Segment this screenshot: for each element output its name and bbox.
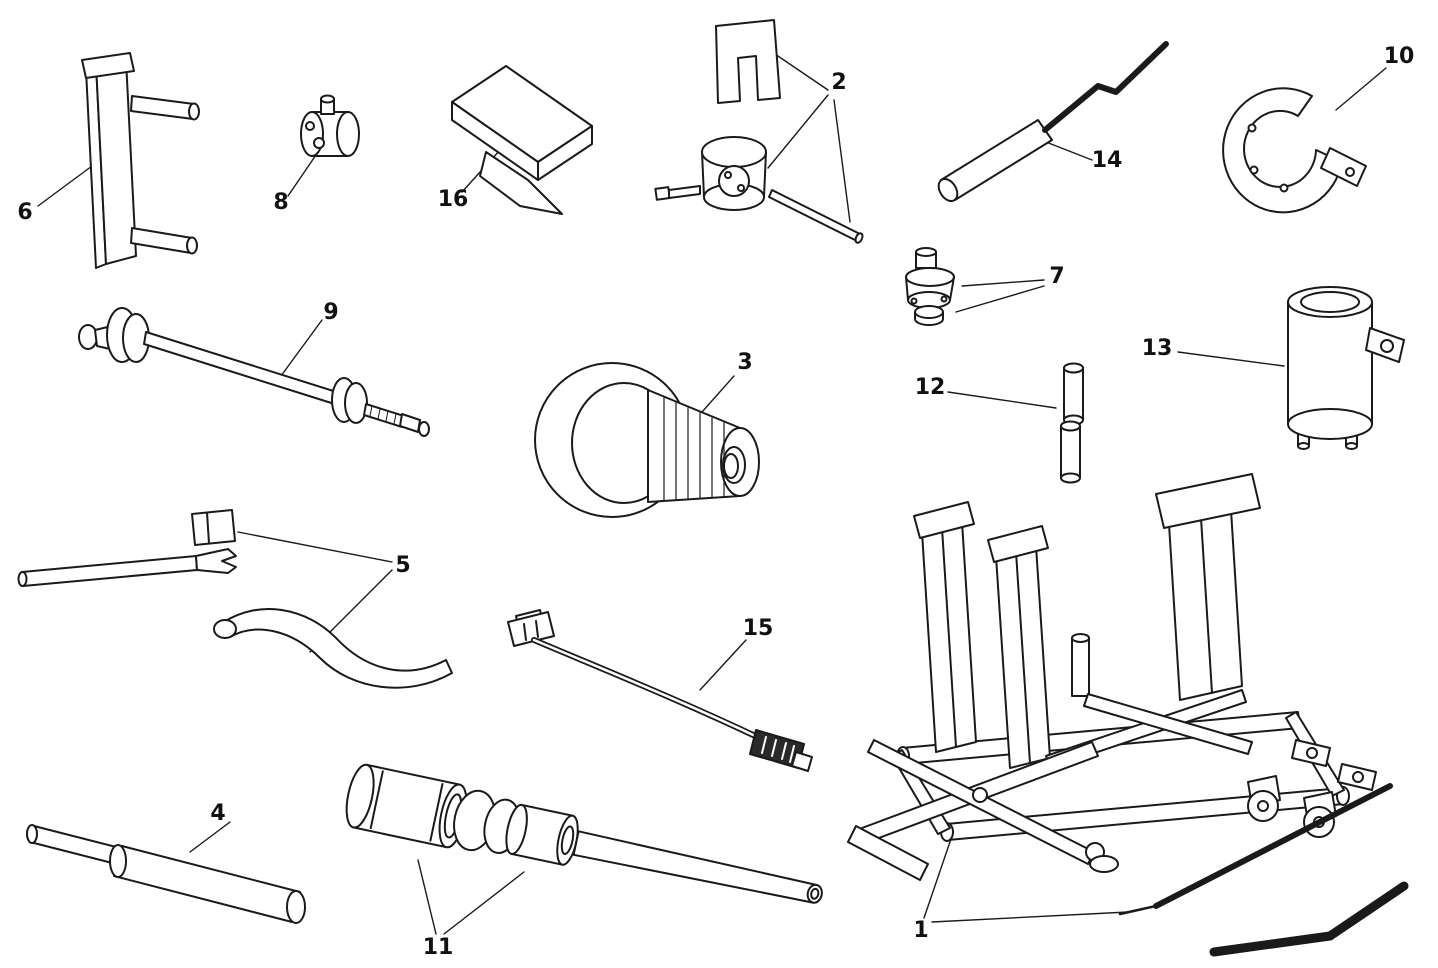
part-label-13: 13: [1141, 336, 1173, 361]
part-label-14: 14: [1091, 148, 1123, 173]
part-label-4: 4: [210, 801, 226, 826]
tool-drawing-8: [300, 94, 360, 157]
tool-drawing-6: [81, 52, 200, 269]
part-label-7: 7: [1049, 264, 1065, 289]
tool-drawing-16: [451, 65, 593, 215]
tool-drawing-11: [345, 763, 823, 904]
part-label-10: 10: [1383, 44, 1415, 69]
part-label-1: 1: [913, 918, 929, 943]
tool-drawing-2: [654, 19, 864, 244]
part-label-5: 5: [395, 553, 411, 578]
part-label-16: 16: [437, 187, 469, 212]
tool-drawing-7: [905, 247, 955, 326]
part-label-8: 8: [273, 190, 289, 215]
tool-drawing-1: [847, 473, 1409, 957]
tool-drawing-12: [1060, 362, 1084, 484]
leader-lines: [37, 51, 1387, 935]
tool-drawing-9: [78, 307, 430, 437]
tool-drawing-10: [1222, 87, 1367, 214]
part-label-15: 15: [742, 616, 774, 641]
part-label-12: 12: [914, 375, 946, 400]
tool-drawing-15: [507, 609, 813, 772]
tool-drawing-13: [1287, 286, 1405, 450]
part-label-9: 9: [323, 300, 339, 325]
part-label-3: 3: [737, 350, 753, 375]
tool-drawing-5: [17, 509, 453, 689]
part-label-2: 2: [831, 70, 847, 95]
tool-drawing-3: [534, 362, 760, 518]
part-label-11: 11: [422, 935, 454, 960]
tool-drawing-14: [937, 41, 1169, 203]
tool-drawing-4: [26, 824, 306, 924]
part-label-6: 6: [17, 200, 33, 225]
